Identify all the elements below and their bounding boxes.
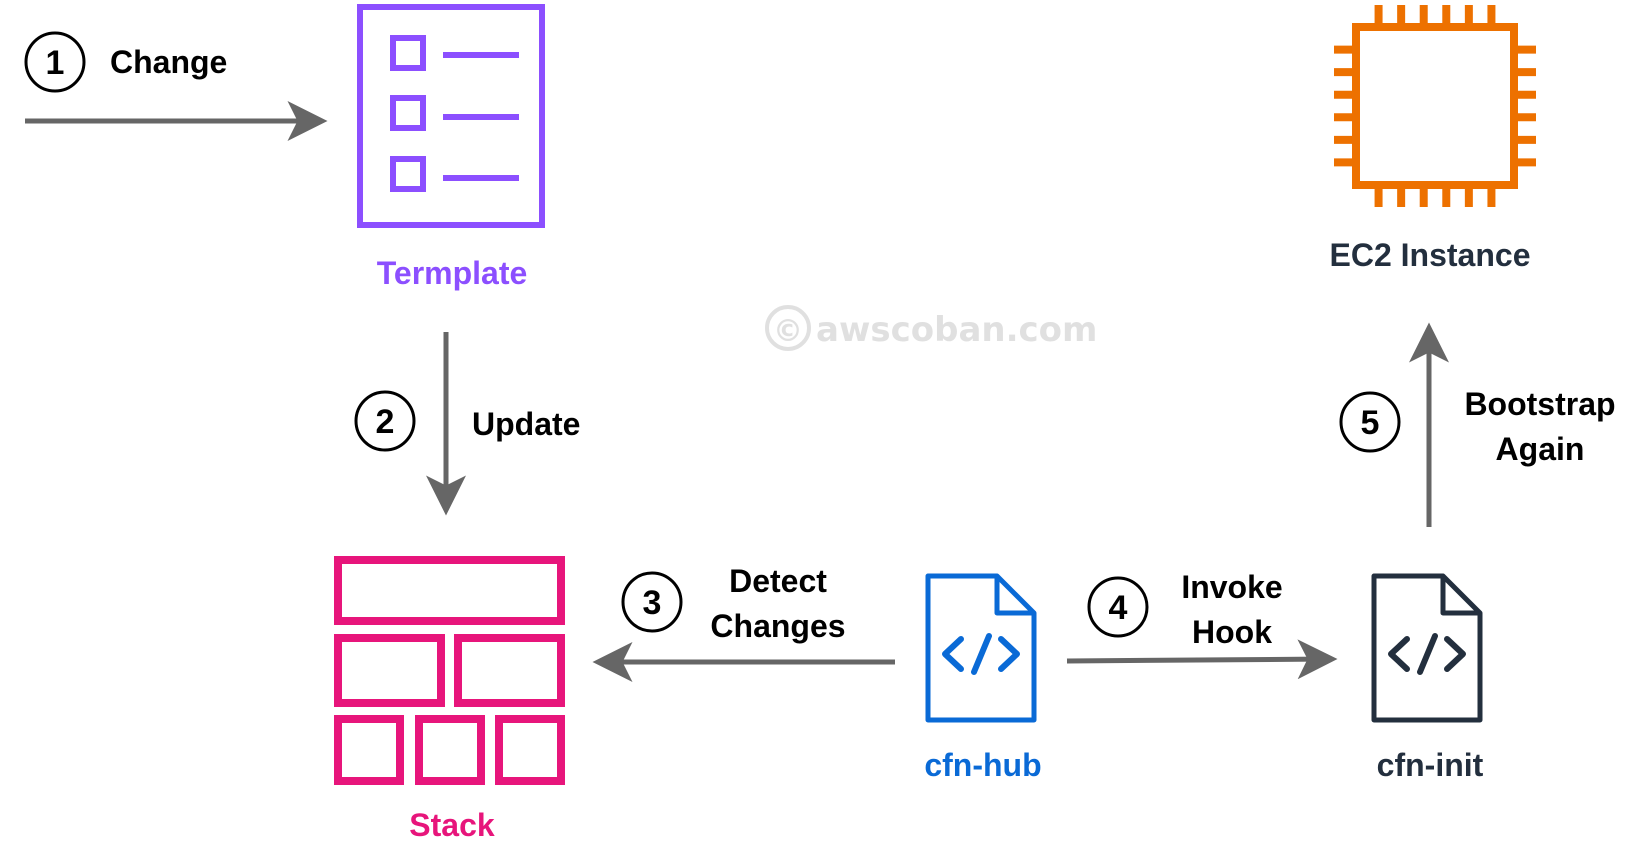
step-5-label-line2: Again: [1496, 431, 1585, 467]
arrow-hub-to-init: [1066, 639, 1338, 680]
code-file-icon: [1371, 573, 1483, 723]
cfn-hub-label: cfn-hub: [924, 747, 1041, 783]
step-2-update: 2 Update: [354, 332, 580, 516]
step-2-badge: [354, 390, 416, 452]
step-5-label-line1: Bootstrap: [1464, 386, 1615, 422]
step-4-number: 4: [1109, 589, 1128, 627]
stack-grid-icon: [334, 556, 565, 785]
code-file-icon: [925, 573, 1037, 723]
step-3-badge: [621, 571, 683, 633]
watermark-text: awscoban.com: [816, 310, 1097, 350]
step-3-label-line2: Changes: [710, 608, 845, 644]
step-3-detect-changes: 3 Detect Changes: [592, 563, 895, 682]
chip-icon: [1334, 5, 1536, 207]
watermark-symbol: ©: [773, 314, 803, 349]
step-5-badge: [1339, 391, 1401, 453]
cfn-init-node: cfn-init: [1371, 573, 1484, 783]
step-5-bootstrap-again: 5 Bootstrap Again: [1339, 322, 1616, 527]
cfn-init-label: cfn-init: [1377, 747, 1484, 783]
stack-label: Stack: [409, 807, 495, 843]
step-2-label: Update: [472, 406, 580, 442]
step-3-label-line1: Detect: [729, 563, 827, 599]
step-4-label-line2: Hook: [1192, 614, 1272, 650]
step-4-invoke-hook: 4 Invoke Hook: [1066, 569, 1338, 680]
cfn-hub-node: cfn-hub: [924, 573, 1042, 783]
step-1-badge: [24, 31, 86, 93]
step-1-label: Change: [110, 44, 227, 80]
ec2-node: EC2 Instance: [1330, 5, 1536, 273]
step-1-change: 1 Change: [24, 31, 328, 141]
step-2-number: 2: [376, 403, 395, 441]
template-list-icon: [357, 4, 545, 228]
template-node: Termplate: [357, 4, 545, 291]
template-label: Termplate: [377, 255, 528, 291]
step-5-number: 5: [1361, 404, 1380, 442]
watermark: © awscoban.com: [765, 305, 1097, 351]
ec2-label: EC2 Instance: [1330, 237, 1531, 273]
step-4-label-line1: Invoke: [1181, 569, 1282, 605]
step-3-number: 3: [643, 584, 662, 622]
step-1-number: 1: [46, 44, 65, 82]
stack-node: Stack: [334, 556, 565, 843]
step-4-badge: [1087, 576, 1149, 638]
chip-pins: [1334, 5, 1536, 207]
